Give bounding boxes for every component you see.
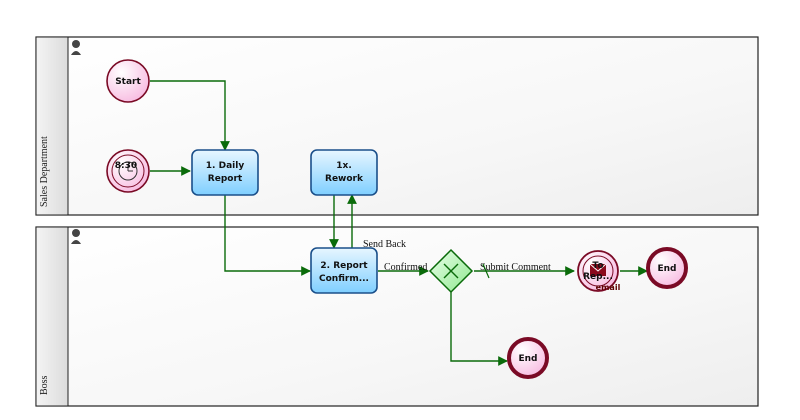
task-rework[interactable]: 1x. Rework [310, 149, 378, 196]
flow-label-confirmed: Confirmed [384, 262, 427, 273]
default-flow-marker [482, 263, 490, 279]
lane-title-boss: Boss [39, 375, 50, 395]
flow-start-to-daily-report[interactable] [150, 80, 230, 151]
lane-title-sales-department: Sales Department [39, 136, 50, 207]
sequence-flows [150, 80, 648, 366]
email-event-line1: To [592, 261, 603, 271]
timer-start-event[interactable]: 8:30 [106, 149, 150, 193]
lane-boss: Boss [35, 226, 759, 407]
flow-label-send-back: Send Back [363, 239, 406, 250]
start-event-label: Start [115, 77, 141, 87]
flow-label-submit-comment: Submit Comment [480, 262, 551, 273]
email-event-line2: Rep... [583, 272, 613, 282]
clock-icon [118, 161, 138, 181]
timer-label: 8:30 [115, 161, 137, 171]
envelope-icon [589, 263, 607, 276]
task-daily-report-line1: 1. Daily [206, 161, 245, 171]
exclusive-gateway[interactable] [428, 248, 474, 294]
end-event-bottom[interactable]: End [507, 337, 549, 379]
end-event-top[interactable]: End [646, 247, 688, 289]
start-event[interactable]: Start [106, 59, 150, 103]
person-icon [71, 229, 81, 244]
task-report-confirm-line2: Confirm... [319, 274, 369, 284]
task-report-confirm-line1: 2. Report [320, 261, 368, 271]
person-icon [71, 40, 81, 55]
task-report-confirm[interactable]: 2. Report Confirm... [310, 247, 378, 294]
lane-sales-department: Sales Department [35, 36, 759, 216]
email-event-type-label: email [596, 283, 621, 292]
end-event-top-label: End [658, 264, 677, 274]
flow-daily-report-to-report-confirm[interactable] [224, 195, 311, 276]
flow-gateway-to-end-bottom[interactable] [450, 292, 508, 366]
task-rework-line2: Rework [325, 174, 364, 184]
end-event-bottom-label: End [519, 354, 538, 364]
task-daily-report-line2: Report [208, 174, 243, 184]
email-event-to-report[interactable]: To Rep... email [577, 250, 621, 292]
task-daily-report[interactable]: 1. Daily Report [191, 149, 259, 196]
task-rework-line1: 1x. [336, 161, 352, 171]
